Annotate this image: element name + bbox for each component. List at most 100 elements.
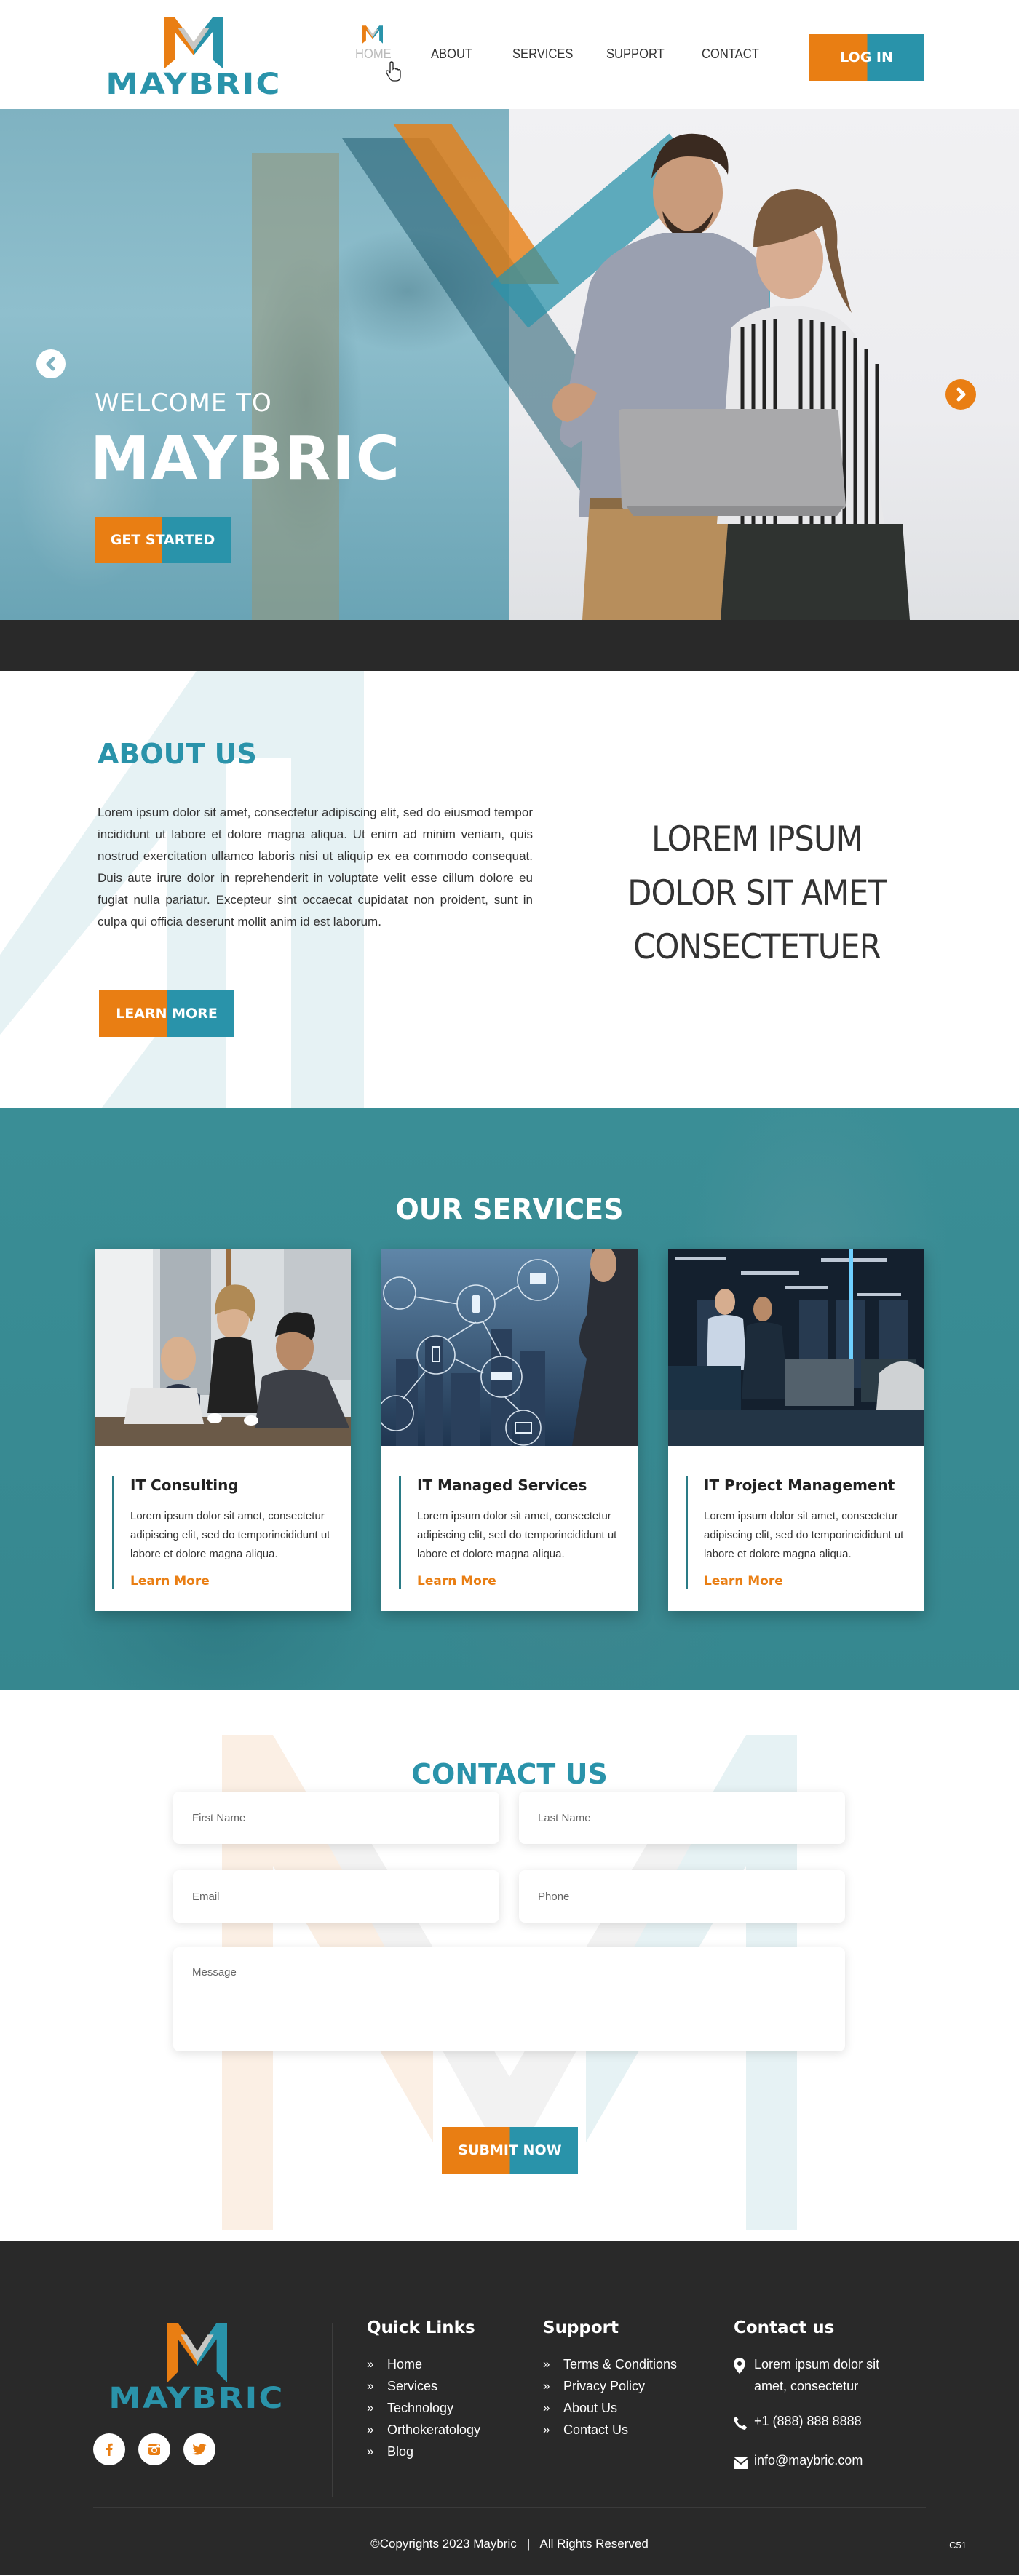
- envelope-icon: [733, 2457, 749, 2469]
- map-pin-icon: [734, 2358, 745, 2374]
- tagline-line: DOLOR SIT AMET: [627, 873, 887, 913]
- services-title: OUR SERVICES: [395, 1193, 624, 1225]
- footer-email[interactable]: info@maybric.com: [733, 2449, 879, 2476]
- nav-contact[interactable]: CONTACT: [702, 47, 759, 61]
- footer-link-home[interactable]: »Home: [367, 2353, 480, 2375]
- tagline-line: CONSECTETUER: [633, 927, 881, 967]
- service-card-it-consulting: IT Consulting Lorem ipsum dolor sit amet…: [95, 1249, 351, 1611]
- card-description: Lorem ipsum dolor sit amet, consectetur …: [417, 1510, 617, 1560]
- card-description: Lorem ipsum dolor sit amet, consectetur …: [130, 1510, 330, 1560]
- about-section: ABOUT US Lorem ipsum dolor sit amet, con…: [0, 671, 1019, 1108]
- footer-divider: [332, 2323, 333, 2497]
- hand-cursor-icon: [386, 61, 401, 82]
- double-chevron-icon: »: [367, 2401, 374, 2414]
- footer-support-links: Support »Terms & Conditions »Privacy Pol…: [543, 2318, 677, 2441]
- card-title: IT Consulting: [130, 1476, 239, 1494]
- phone-field[interactable]: [519, 1870, 845, 1923]
- card-learn-more-link[interactable]: Learn More: [417, 1574, 496, 1589]
- chevron-left-icon: [46, 357, 55, 371]
- footer-bottom-divider: [93, 2507, 926, 2508]
- phone-icon: [733, 2417, 747, 2430]
- about-paragraph: Lorem ipsum dolor sit amet, consectetur …: [98, 806, 533, 929]
- email-field[interactable]: [173, 1870, 499, 1923]
- card-learn-more-link[interactable]: Learn More: [130, 1574, 210, 1589]
- footer-link-about[interactable]: »About Us: [543, 2397, 677, 2419]
- footer-column-title: Support: [543, 2318, 619, 2337]
- nav-about[interactable]: ABOUT: [431, 47, 473, 61]
- chevron-right-icon: [956, 387, 966, 402]
- hero-people-photo: [552, 133, 910, 620]
- nav-services[interactable]: SERVICES: [512, 47, 574, 61]
- about-tagline: LOREM IPSUM DOLOR SIT AMET CONSECTETUER: [596, 813, 918, 974]
- footer-quick-links: Quick Links »Home »Services »Technology …: [367, 2318, 480, 2462]
- submit-button[interactable]: SUBMIT NOW: [442, 2127, 578, 2174]
- contact-section: CONTACT US SUBMIT NOW: [0, 1690, 1019, 2241]
- double-chevron-icon: »: [367, 2357, 374, 2371]
- double-chevron-icon: »: [367, 2379, 374, 2393]
- slider-prev-button[interactable]: [36, 349, 66, 378]
- instagram-icon: [148, 2444, 160, 2455]
- double-chevron-icon: »: [543, 2422, 550, 2436]
- double-chevron-icon: »: [543, 2401, 550, 2414]
- facebook-link[interactable]: [93, 2433, 125, 2465]
- footer-column-title: Contact us: [734, 2318, 835, 2337]
- footer-phone[interactable]: +1 (888) 888 8888: [733, 2410, 879, 2436]
- footer-link-privacy[interactable]: »Privacy Policy: [543, 2375, 677, 2397]
- message-field[interactable]: [173, 1947, 845, 2051]
- service-card-it-project-management: IT Project Management Lorem ipsum dolor …: [668, 1249, 924, 1611]
- footer-column-title: Quick Links: [367, 2318, 475, 2337]
- card-learn-more-link[interactable]: Learn More: [704, 1574, 783, 1589]
- card-description: Lorem ipsum dolor sit amet, consectetur …: [704, 1510, 904, 1560]
- last-name-field[interactable]: [519, 1792, 845, 1844]
- copyright-text: ©Copyrights 2023 Maybric | All Rights Re…: [370, 2537, 649, 2551]
- card-title: IT Project Management: [704, 1476, 895, 1494]
- nav-active-logo-icon: [362, 25, 383, 44]
- learn-more-button[interactable]: LEARN MORE: [99, 990, 234, 1037]
- hero-slider: WELCOME TO MAYBRIC GET STARTED: [0, 109, 1019, 620]
- first-name-field[interactable]: [173, 1792, 499, 1844]
- it-project-management-photo: [668, 1249, 924, 1446]
- twitter-link[interactable]: [183, 2433, 215, 2465]
- site-footer: MAYBRIC Quick Links »Home »Services »Tec…: [0, 2241, 1019, 2575]
- site-header: MAYBRIC HOME ABOUT SERVICES SUPPORT CONT…: [0, 0, 1019, 109]
- footer-link-blog[interactable]: »Blog: [367, 2441, 480, 2462]
- double-chevron-icon: »: [367, 2444, 374, 2458]
- get-started-button[interactable]: GET STARTED: [95, 517, 231, 563]
- service-card-it-managed-services: IT Managed Services Lorem ipsum dolor si…: [378, 1246, 638, 1611]
- nav-support[interactable]: SUPPORT: [606, 47, 665, 61]
- tagline-line: LOREM IPSUM: [651, 819, 863, 859]
- card-title: IT Managed Services: [417, 1476, 587, 1494]
- hero-decor-band: [252, 153, 339, 620]
- footer-link-terms[interactable]: »Terms & Conditions: [543, 2353, 677, 2375]
- twitter-icon: [192, 2444, 207, 2455]
- slider-next-button[interactable]: [945, 379, 976, 410]
- card-body: IT Managed Services Lorem ipsum dolor si…: [399, 1476, 625, 1589]
- footer-link-contact[interactable]: »Contact Us: [543, 2419, 677, 2441]
- services-section: OUR SERVICES IT Consulting Lorem ipsum d…: [0, 1108, 1019, 1690]
- footer-code: C51: [949, 2540, 967, 2551]
- instagram-link[interactable]: [138, 2433, 170, 2465]
- it-consulting-photo: [95, 1249, 351, 1446]
- hero-bottom-band: [0, 620, 1019, 671]
- nav-home[interactable]: HOME: [355, 47, 392, 61]
- double-chevron-icon: »: [543, 2357, 550, 2371]
- maybric-m-logo-icon: [164, 17, 223, 68]
- footer-logo[interactable]: MAYBRIC: [93, 2323, 300, 2413]
- login-button[interactable]: LOG IN: [809, 34, 924, 81]
- footer-wordmark: MAYBRIC: [108, 2382, 285, 2415]
- double-chevron-icon: »: [367, 2422, 374, 2436]
- contact-title: CONTACT US: [411, 1758, 608, 1790]
- footer-link-orthokeratology[interactable]: »Orthokeratology: [367, 2419, 480, 2441]
- brand-wordmark: MAYBRIC: [106, 68, 282, 101]
- hero-title: MAYBRIC: [90, 424, 401, 493]
- about-title: ABOUT US: [98, 738, 257, 770]
- card-body: IT Consulting Lorem ipsum dolor sit amet…: [112, 1476, 338, 1589]
- footer-link-services[interactable]: »Services: [367, 2375, 480, 2397]
- facebook-icon: [106, 2443, 113, 2456]
- hero-welcome-text: WELCOME TO: [95, 389, 272, 418]
- card-body: IT Project Management Lorem ipsum dolor …: [686, 1476, 911, 1589]
- brand-logo[interactable]: MAYBRIC: [93, 17, 294, 99]
- footer-link-technology[interactable]: »Technology: [367, 2397, 480, 2419]
